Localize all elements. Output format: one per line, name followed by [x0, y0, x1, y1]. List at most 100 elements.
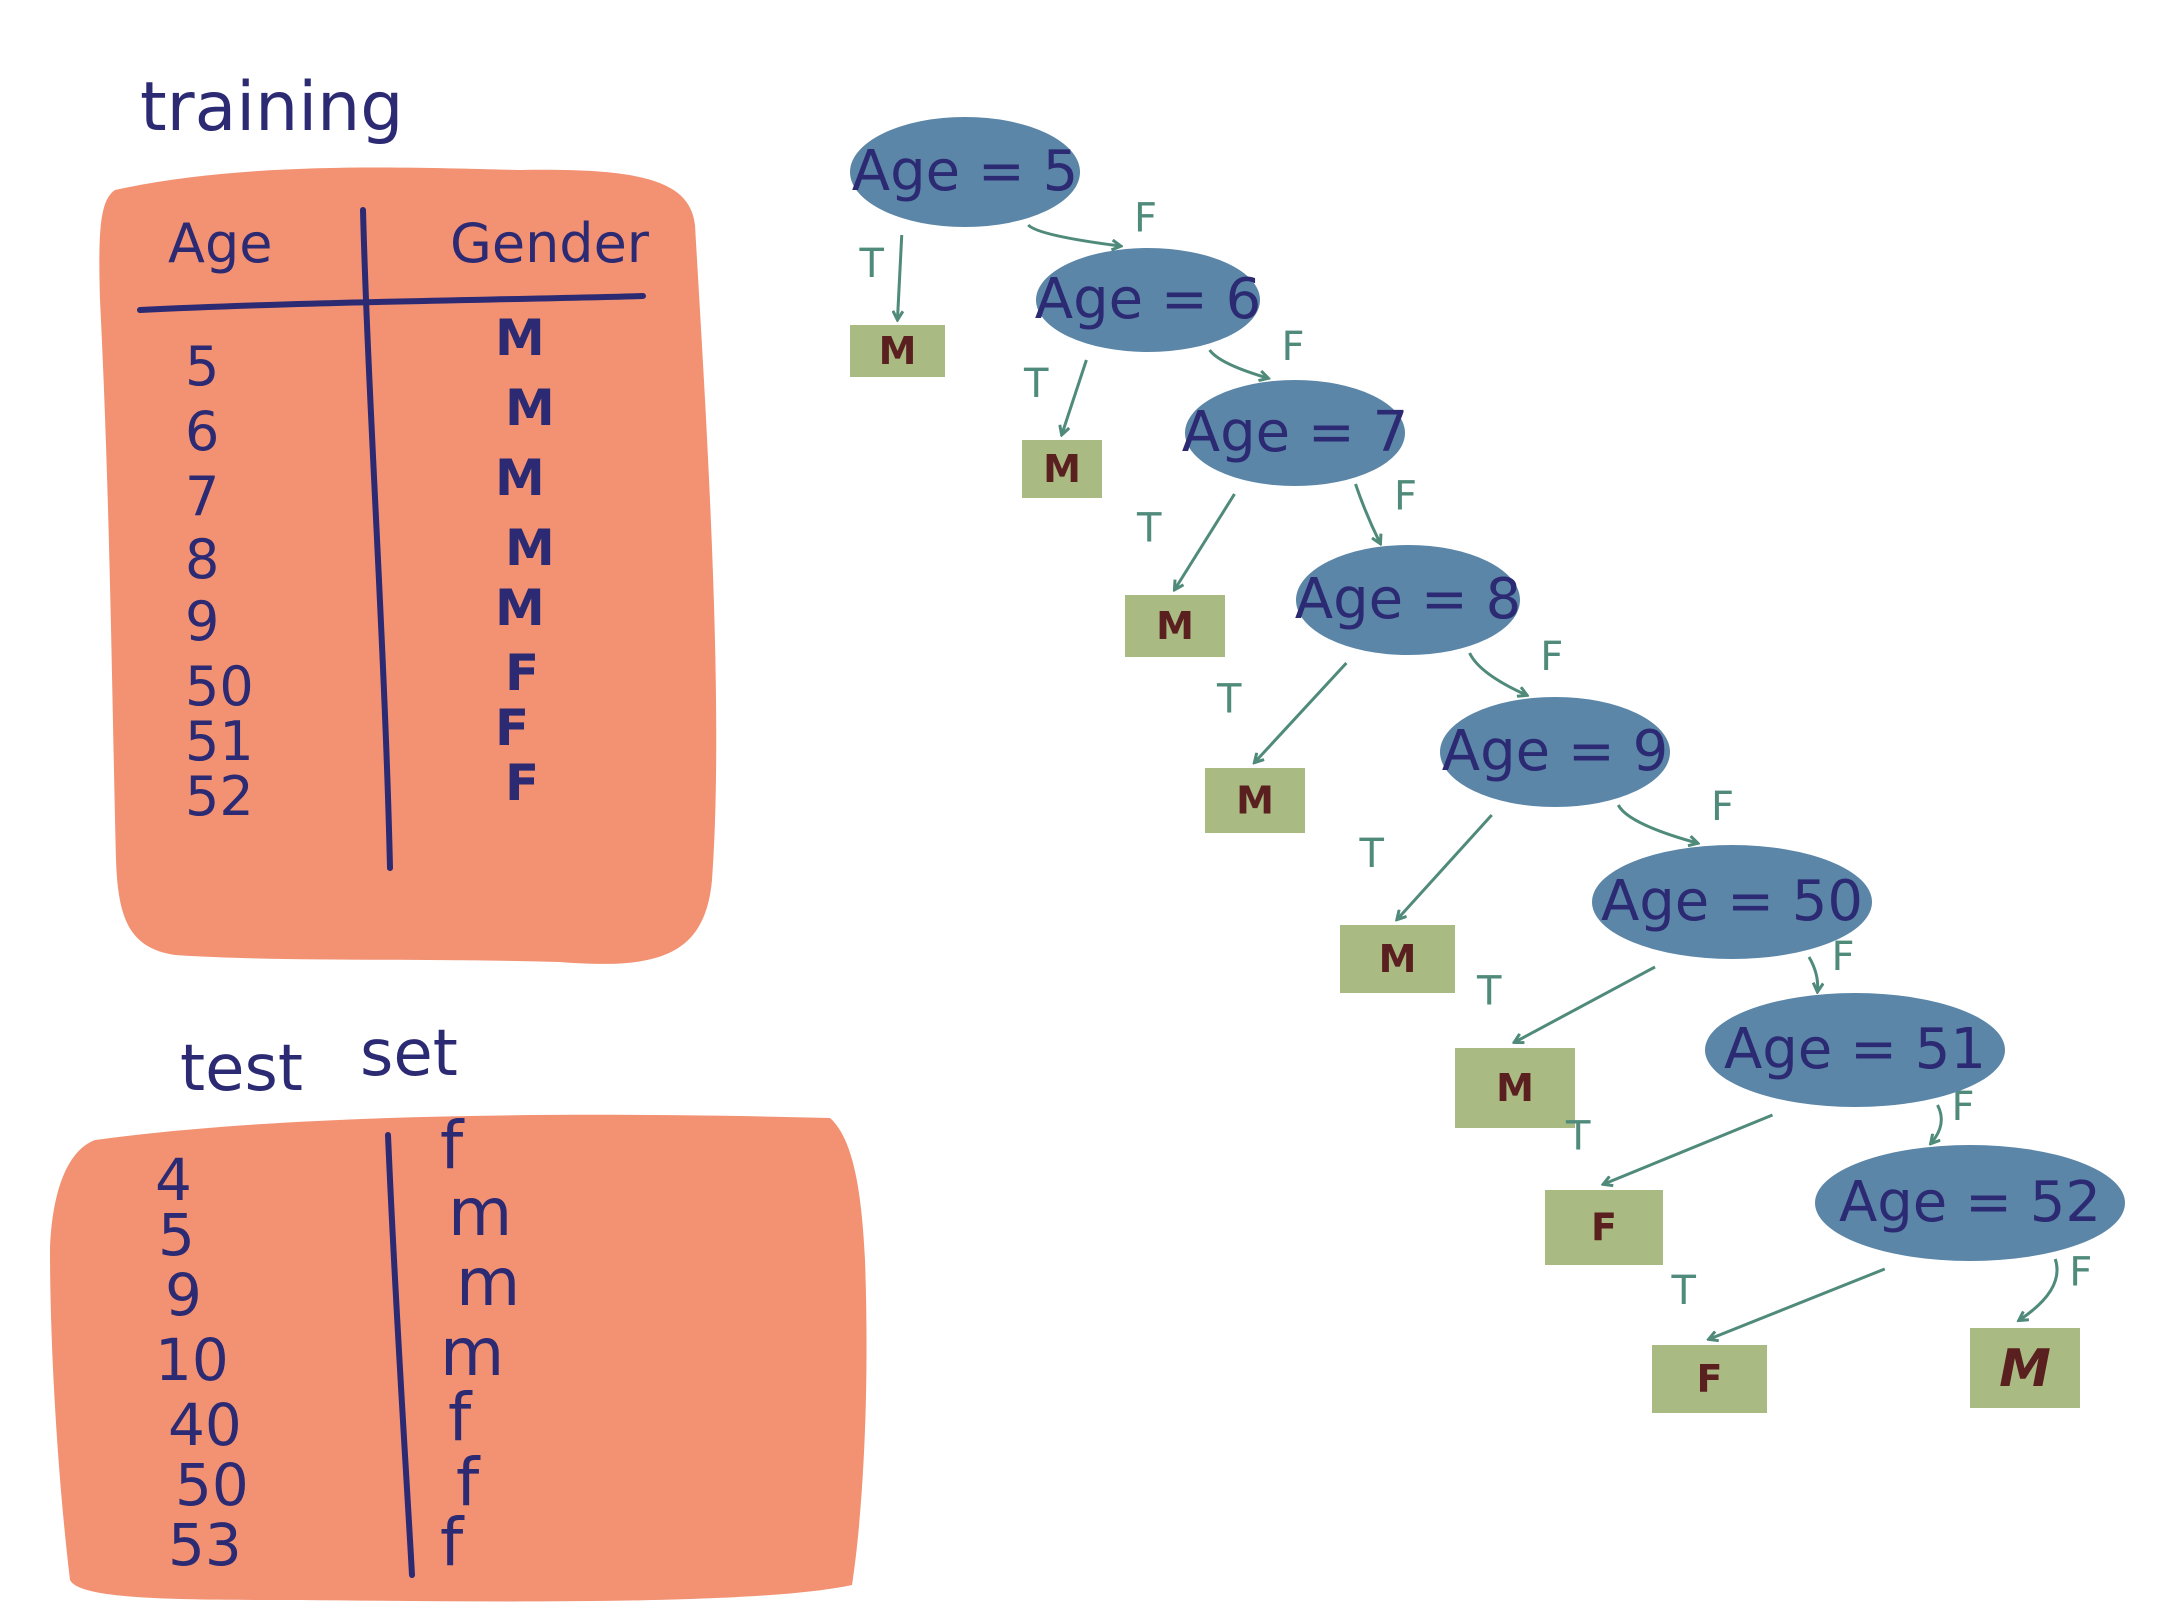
leaf-label: M: [1236, 779, 1274, 823]
leaf-label: F: [1591, 1206, 1617, 1250]
test-gender-cell: m: [448, 1174, 512, 1251]
test-gender-cell: f: [440, 1107, 465, 1184]
leaf-box: [850, 325, 945, 377]
test-age-cell: 5: [158, 1201, 195, 1269]
false-branch-label: F: [1394, 474, 1417, 520]
false-branch-label: F: [1711, 784, 1734, 830]
training-gender-cell: M: [495, 449, 545, 507]
false-branch-label: F: [1134, 196, 1157, 242]
test-title-word1: test: [180, 1032, 303, 1106]
false-branch-arrow: [1354, 483, 1381, 543]
leaf-label: M: [1156, 604, 1194, 648]
leaf-label: M: [879, 329, 917, 373]
leaf-label: M: [1043, 447, 1081, 491]
training-gender-cell: F: [505, 644, 539, 702]
true-branch-arrow: [1515, 965, 1656, 1042]
decision-node: [1036, 248, 1260, 352]
test-age-cell: 53: [168, 1511, 242, 1579]
decision-node: [1185, 380, 1405, 486]
decision-node: [1592, 845, 1872, 959]
test-age-cell: 4: [155, 1146, 192, 1214]
test-age-cell: 9: [165, 1261, 202, 1329]
decision-node-label: Age = 50: [1601, 869, 1863, 934]
training-age-cell: 5: [185, 335, 219, 398]
true-branch-label: T: [1671, 1268, 1697, 1314]
test-column-divider: [385, 1132, 415, 1578]
true-branch-arrow: [1175, 493, 1236, 589]
decision-node: [1440, 697, 1670, 807]
training-table-background: [99, 167, 717, 964]
decision-node-label: Age = 52: [1839, 1170, 2101, 1235]
decision-node-label: Age = 7: [1182, 400, 1408, 465]
leaf-box: [1652, 1345, 1767, 1413]
decision-node-label: Age = 5: [852, 139, 1078, 204]
training-age-cell: 6: [185, 400, 219, 463]
decision-node-label: Age = 51: [1724, 1017, 1986, 1082]
training-gender-cell: M: [505, 519, 555, 577]
false-branch-label: F: [1540, 634, 1563, 680]
leaf-box: [1455, 1048, 1575, 1128]
true-branch-label: T: [1023, 361, 1049, 407]
training-header-age: Age: [168, 212, 272, 275]
false-branch-label: F: [1952, 1084, 1975, 1130]
training-age-cell: 51: [185, 710, 254, 773]
true-branch-label: T: [1565, 1114, 1591, 1160]
test-gender-cell: m: [456, 1244, 520, 1321]
true-branch-arrow: [1255, 661, 1348, 762]
test-gender-cell: f: [448, 1379, 473, 1456]
leaf-label: M: [1496, 1066, 1534, 1110]
test-title-word2: set: [360, 1017, 458, 1091]
true-branch-arrow: [1062, 359, 1088, 434]
training-header-divider: [137, 293, 646, 313]
test-age-cell: 40: [168, 1391, 242, 1459]
test-gender-cell: f: [440, 1504, 465, 1581]
false-branch-arrow: [1931, 1104, 1943, 1143]
training-header-gender: Gender: [450, 212, 650, 275]
true-branch-arrow: [898, 234, 902, 319]
training-age-cell: 8: [185, 528, 219, 591]
false-branch-arrow: [1616, 804, 1697, 843]
training-gender-cell: F: [505, 754, 539, 812]
training-gender-cell: F: [495, 699, 529, 757]
false-branch-arrow: [1027, 223, 1120, 246]
true-branch-label: T: [859, 241, 885, 287]
leaf-box: [1022, 440, 1102, 498]
true-branch-arrow: [1710, 1267, 1886, 1339]
decision-node-label: Age = 9: [1442, 719, 1668, 784]
true-branch-label: T: [1216, 677, 1242, 723]
false-branch-label: F: [1832, 934, 1855, 980]
true-branch-arrow: [1604, 1113, 1774, 1184]
decision-node: [850, 117, 1080, 227]
false-branch-arrow: [2020, 1258, 2059, 1320]
test-age-cell: 50: [175, 1451, 249, 1519]
true-branch-label: T: [1359, 831, 1385, 877]
decision-node-label: Age = 8: [1295, 567, 1521, 632]
false-branch-arrow: [1208, 349, 1268, 378]
false-branch-arrow: [1468, 652, 1527, 695]
true-branch-label: T: [1476, 969, 1502, 1015]
final-leaf-box: [1970, 1328, 2080, 1408]
leaf-label: F: [1697, 1357, 1723, 1401]
decision-node: [1815, 1145, 2125, 1261]
training-age-cell: 9: [185, 590, 219, 653]
training-age-cell: 52: [185, 765, 254, 828]
test-table-background: [50, 1114, 867, 1602]
true-branch-label: T: [1136, 506, 1162, 552]
true-branch-arrow: [1398, 813, 1493, 919]
training-title: training: [140, 68, 403, 147]
false-branch-label: F: [2069, 1250, 2092, 1296]
final-leaf-label: M: [1999, 1339, 2051, 1399]
false-branch-arrow: [1807, 956, 1818, 991]
test-age-cell: 10: [155, 1326, 229, 1394]
decision-node: [1705, 993, 2005, 1107]
leaf-box: [1205, 768, 1305, 833]
false-branch-label: F: [1282, 324, 1305, 370]
training-age-cell: 50: [185, 655, 254, 718]
test-gender-cell: f: [456, 1444, 481, 1521]
training-age-cell: 7: [185, 465, 219, 528]
